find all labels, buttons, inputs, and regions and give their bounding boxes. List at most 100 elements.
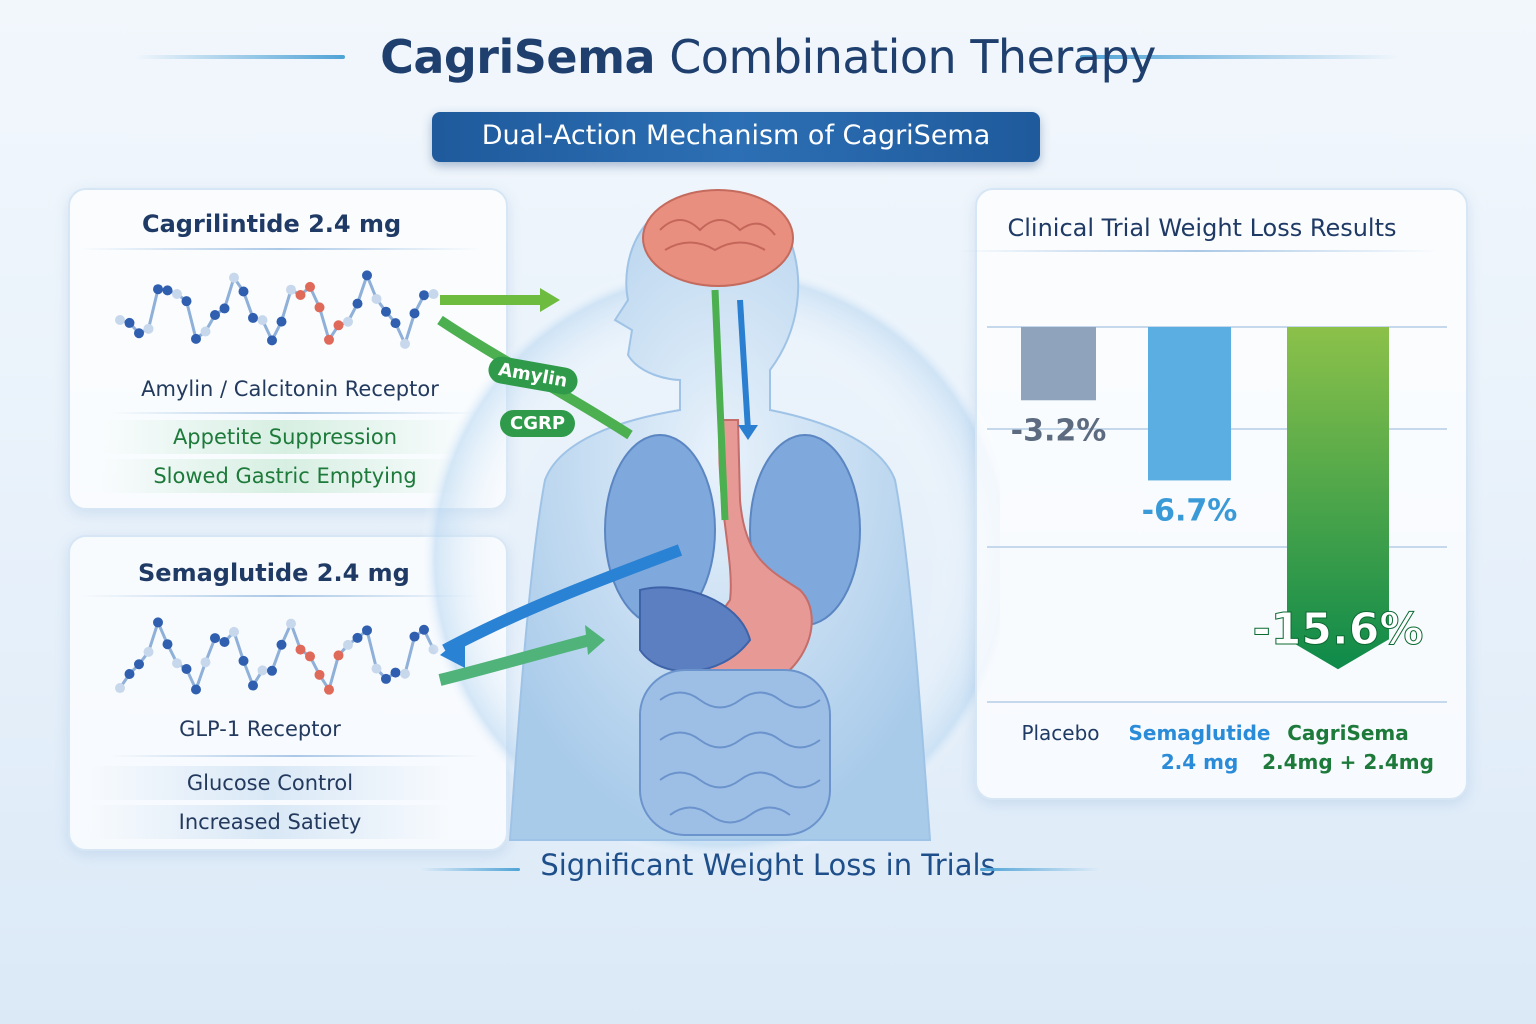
- atom: [248, 680, 258, 691]
- brain: [642, 189, 794, 287]
- atom: [219, 303, 230, 314]
- chart-panel: Clinical Trial Weight Loss Results -3.2%…: [957, 188, 1468, 800]
- chart-title: Clinical Trial Weight Loss Results: [1007, 214, 1397, 242]
- atom: [248, 312, 258, 323]
- atom: [238, 286, 249, 297]
- semaglutide-green-arrow: [438, 634, 592, 686]
- atom: [267, 335, 277, 346]
- divider: [110, 412, 480, 414]
- atom: [400, 668, 410, 679]
- atom: [124, 668, 135, 679]
- atom: [314, 302, 325, 313]
- atom: [143, 646, 154, 657]
- divider: [80, 248, 480, 250]
- divider: [110, 755, 480, 757]
- atom: [409, 308, 420, 319]
- atom: [257, 315, 268, 326]
- atom: [257, 665, 268, 676]
- atom: [162, 285, 173, 296]
- atom: [409, 631, 420, 642]
- category-label: CagriSema: [1287, 721, 1409, 745]
- liver: [639, 586, 752, 673]
- atom: [238, 655, 249, 666]
- atom: [352, 298, 363, 309]
- atom: [134, 659, 144, 670]
- atom: [143, 323, 154, 334]
- atom: [276, 639, 287, 650]
- atom: [352, 632, 363, 643]
- atom: [115, 315, 125, 325]
- atom: [219, 636, 230, 647]
- value-label: -3.2%: [1011, 413, 1107, 448]
- atom: [191, 333, 201, 344]
- page-title: CagriSema Combination Therapy: [0, 30, 1536, 84]
- category-label: Semaglutide: [1128, 721, 1270, 745]
- atom: [191, 684, 201, 695]
- effect-glucose-control: Glucose Control: [90, 766, 450, 800]
- receptor-label: GLP-1 Receptor: [179, 717, 341, 741]
- atom: [381, 673, 391, 684]
- atom: [162, 639, 173, 650]
- atom: [428, 289, 439, 300]
- atom: [124, 317, 135, 328]
- atom: [390, 667, 401, 678]
- atom: [390, 318, 401, 329]
- value-label: -6.7%: [1142, 493, 1238, 528]
- atom: [286, 618, 296, 629]
- atom: [172, 288, 182, 299]
- atom: [153, 617, 163, 628]
- effect-slowed-gastric-emptying: Slowed Gastric Emptying: [100, 459, 470, 493]
- divider: [80, 595, 480, 597]
- title-rest: Combination Therapy: [669, 30, 1156, 84]
- atom: [314, 669, 325, 680]
- atom: [200, 326, 211, 337]
- footer-line-right: [980, 868, 1100, 871]
- bar-placebo: [1021, 327, 1096, 401]
- atom: [181, 296, 192, 307]
- atom: [276, 316, 287, 327]
- atom: [362, 625, 372, 636]
- atom: [324, 684, 334, 695]
- atom: [381, 306, 391, 317]
- atom: [115, 683, 125, 694]
- atom: [333, 320, 344, 331]
- cagrilintide-panel: Cagrilintide 2.4 mg Amylin / Calcitonin …: [68, 188, 508, 510]
- title-bold: CagriSema: [380, 30, 656, 84]
- footer-text: Significant Weight Loss in Trials: [540, 848, 996, 882]
- category-label: 2.4mg + 2.4mg: [1262, 750, 1434, 774]
- atom: [343, 316, 353, 327]
- cgrp-label: CGRP: [500, 410, 576, 437]
- atom: [362, 270, 372, 281]
- panel-title: Cagrilintide 2.4 mg: [142, 210, 402, 238]
- blue-signal-arrow: [737, 299, 751, 431]
- semaglutide-blue-arrow: [442, 544, 683, 656]
- effect-increased-satiety: Increased Satiety: [90, 805, 450, 839]
- atom: [295, 644, 306, 655]
- divider: [957, 250, 1437, 252]
- atom: [419, 624, 429, 635]
- atom: [371, 663, 382, 674]
- footer-line-left: [420, 868, 520, 871]
- title-line-left: [135, 55, 345, 59]
- atom: [181, 664, 192, 675]
- cagrilintide-molecule-icon: [115, 270, 439, 349]
- category-label: 2.4 mg: [1161, 750, 1239, 774]
- atom: [324, 334, 334, 345]
- atom: [229, 626, 239, 637]
- effect-appetite-suppression: Appetite Suppression: [100, 420, 470, 454]
- atom: [295, 290, 306, 301]
- value-label: -15.6%: [1253, 604, 1424, 655]
- panel-title: Semaglutide 2.4 mg: [138, 559, 410, 587]
- atom: [153, 284, 163, 295]
- intestines: [639, 669, 831, 836]
- atom: [333, 650, 344, 661]
- atom: [305, 281, 315, 292]
- atom: [343, 639, 353, 650]
- bar-semaglutide: [1148, 327, 1231, 481]
- atom: [134, 328, 144, 339]
- human-body-illustration: [420, 189, 1000, 860]
- bar-cagrisema: [1287, 327, 1389, 670]
- atom: [371, 293, 382, 304]
- atom: [200, 657, 211, 668]
